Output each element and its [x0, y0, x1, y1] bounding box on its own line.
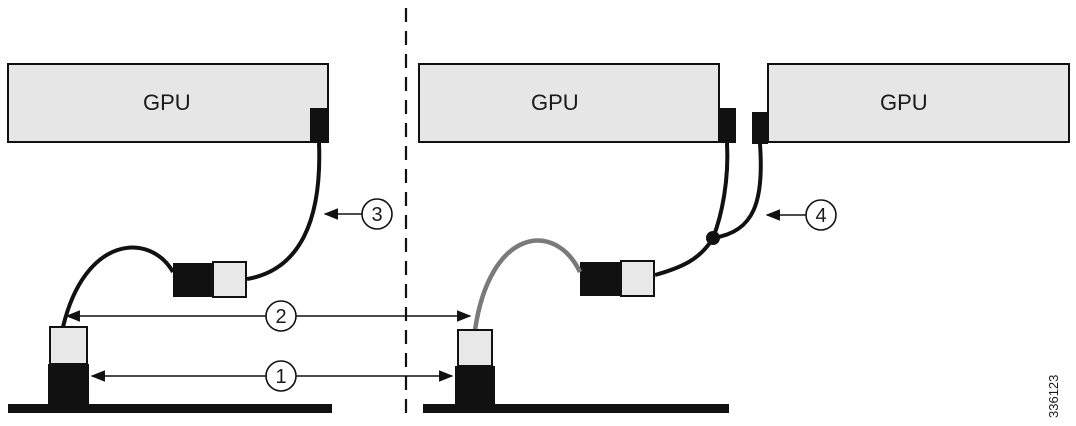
callout-1-number: 1	[275, 366, 286, 388]
gpu-power-connector-right-1	[719, 108, 736, 143]
motherboard-right	[423, 404, 729, 413]
gpu-label-right-1: GPU	[531, 90, 579, 115]
gpu-power-cable-left	[246, 142, 322, 281]
callout-4-number: 4	[815, 205, 826, 227]
callout-2-number: 2	[275, 306, 286, 328]
callout-4: 4	[765, 199, 837, 231]
gpu-label-right-2: GPU	[880, 90, 928, 115]
adapter-connector-black-right	[580, 262, 621, 296]
adapter-connector-light-right	[620, 260, 655, 297]
callout-1: 1	[90, 360, 454, 392]
adapter-connector-black-left	[173, 263, 213, 297]
callout-1-circle	[265, 360, 297, 392]
gpu-card-left	[7, 63, 329, 143]
gpu-card-right-1	[418, 63, 720, 143]
board-connector-light-right	[457, 329, 493, 367]
figure-id: 336123	[1046, 375, 1061, 418]
board-connector-light-left	[49, 326, 88, 365]
board-connector-black-right	[455, 366, 495, 406]
riser-power-cable-left	[61, 245, 175, 328]
callout-4-circle	[805, 199, 837, 231]
motherboard-left	[8, 404, 332, 413]
y-cable-branch-1	[711, 142, 730, 239]
callout-3-number: 3	[371, 204, 382, 226]
callout-3-circle	[361, 198, 393, 230]
y-cable-trunk	[654, 236, 715, 277]
board-connector-black-left	[48, 364, 89, 406]
adapter-connector-light-left	[212, 261, 247, 298]
y-cable-branch-2	[712, 143, 763, 240]
left-panel: GPU	[7, 63, 332, 413]
callout-2: 2	[65, 300, 472, 332]
gpu-card-right-2	[767, 63, 1070, 143]
riser-power-cable-gray	[472, 238, 583, 331]
gpu-power-connector-right-2	[752, 112, 768, 144]
callout-3: 3	[323, 198, 393, 230]
gpu-power-connector-left	[310, 108, 328, 143]
right-panel: GPU GPU	[418, 63, 1070, 413]
callout-2-circle	[265, 300, 297, 332]
gpu-label-left: GPU	[143, 90, 191, 115]
